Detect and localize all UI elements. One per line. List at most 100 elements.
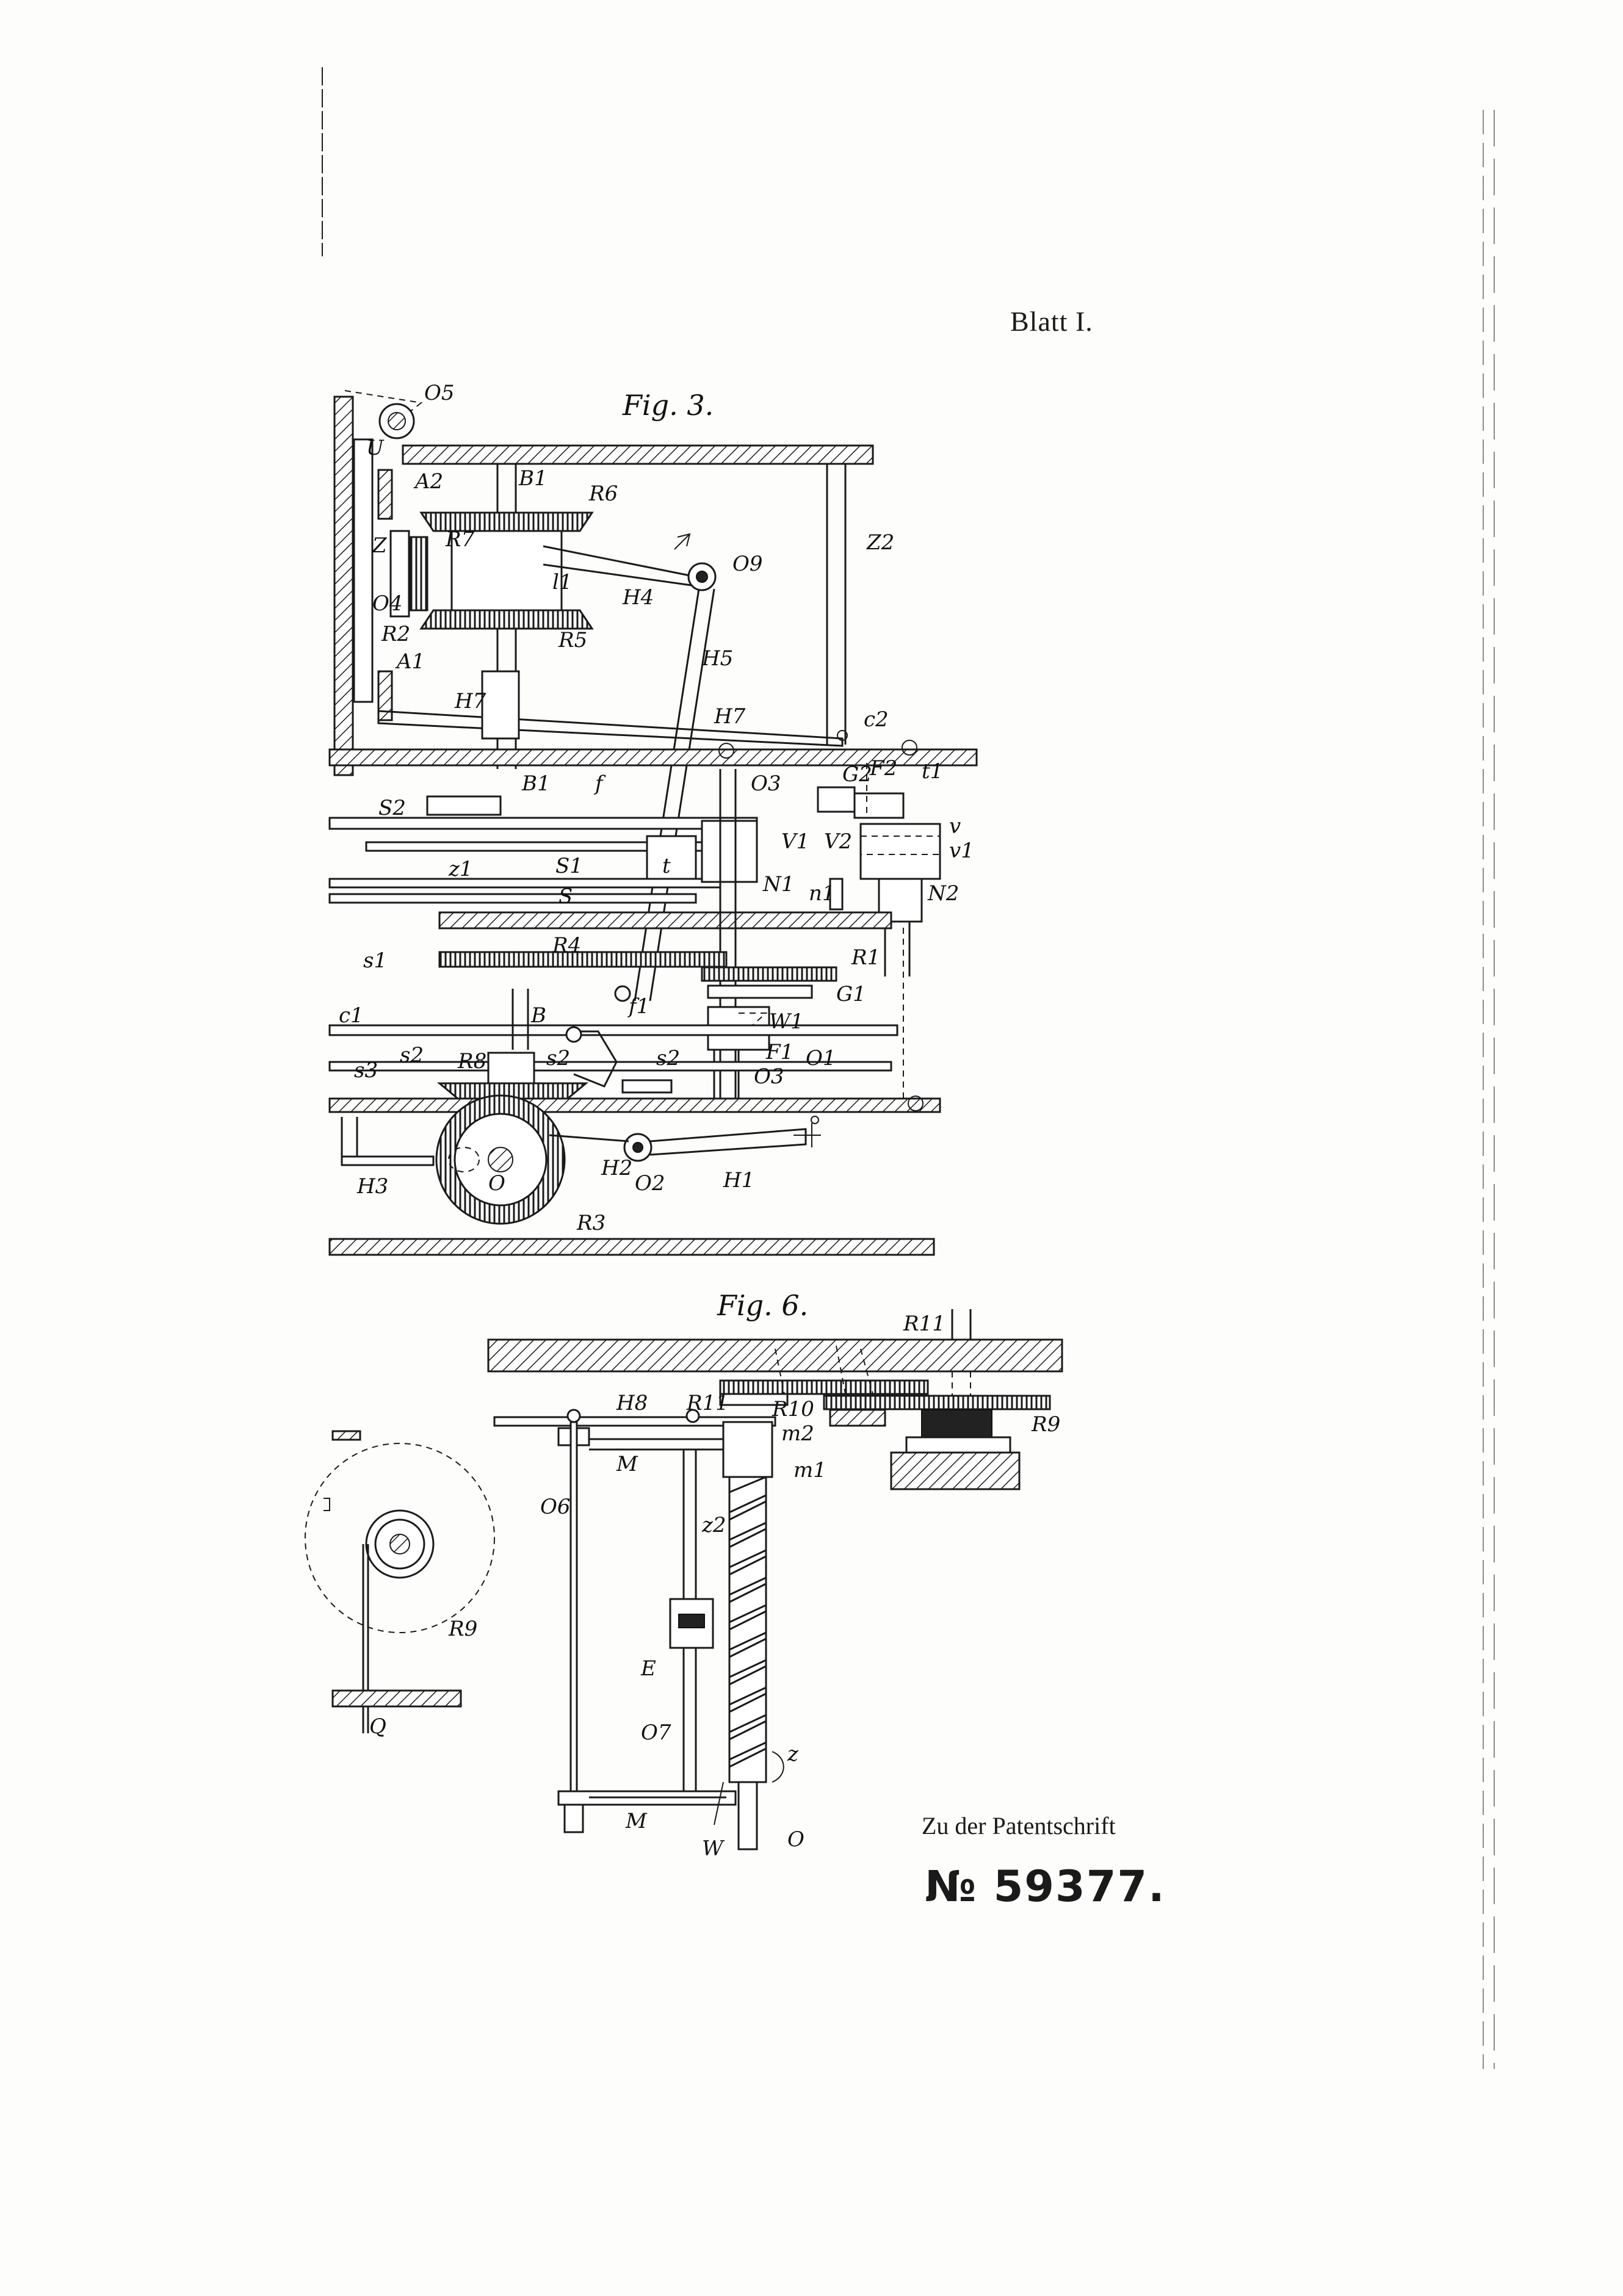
label: R11 — [686, 1391, 729, 1415]
label: O3 — [754, 1064, 784, 1089]
dashed-circle-r9 — [305, 1443, 495, 1633]
label: z — [787, 1742, 799, 1766]
label: V2 — [824, 829, 852, 854]
label: O4 — [372, 591, 403, 616]
label: B1 — [518, 466, 548, 491]
label: S2 — [378, 796, 406, 820]
block-v2 — [859, 823, 941, 880]
label: l1 — [552, 570, 573, 594]
fig-6-title: Fig. 6. — [717, 1289, 808, 1322]
label: H4 — [622, 585, 654, 610]
label: G1 — [836, 982, 866, 1006]
fig-3-title: Fig. 3. — [622, 389, 714, 422]
label: R2 — [381, 622, 410, 646]
label: A1 — [395, 649, 425, 674]
middle-plate — [328, 748, 978, 767]
label: f1 — [627, 994, 649, 1019]
label: H2 — [601, 1156, 632, 1180]
bottom-plate — [328, 1097, 941, 1113]
label: R11 — [903, 1312, 945, 1336]
floor-plate — [328, 1238, 935, 1256]
left-wall — [333, 395, 354, 776]
label: z2 — [701, 1513, 726, 1537]
label: R8 — [457, 1049, 486, 1074]
label: F2 — [869, 756, 897, 781]
spur-gear-r4 — [438, 951, 728, 968]
label: v — [949, 814, 961, 839]
label: S — [558, 884, 573, 909]
label: H7 — [714, 704, 746, 729]
spur-gear-r1 — [701, 966, 837, 982]
label: O6 — [540, 1495, 571, 1519]
label: H7 — [454, 689, 486, 713]
label: H5 — [701, 646, 733, 671]
label: H1 — [723, 1168, 754, 1193]
label: N1 — [762, 872, 794, 897]
bevel-gear-r5 — [419, 609, 594, 630]
label: n1 — [809, 881, 836, 906]
label: O3 — [751, 771, 781, 796]
label: Q — [369, 1714, 386, 1739]
scan-margin-lines — [322, 67, 1495, 2069]
label: O7 — [641, 1720, 671, 1745]
label: t1 — [922, 759, 943, 784]
label: B1 — [521, 771, 551, 796]
label: W1 — [769, 1009, 804, 1034]
label: R3 — [576, 1211, 605, 1235]
label: R10 — [772, 1397, 814, 1421]
gear-r11 — [719, 1379, 929, 1395]
label: O — [787, 1827, 804, 1852]
label: M — [616, 1452, 638, 1476]
label: s2 — [400, 1043, 424, 1067]
label: N2 — [927, 881, 959, 906]
label: V1 — [781, 829, 809, 854]
label: S1 — [555, 854, 583, 878]
label: s1 — [363, 948, 387, 973]
label: F1 — [765, 1040, 793, 1064]
label: B — [530, 1003, 546, 1028]
lower-plate — [438, 911, 892, 930]
label: Z2 — [866, 530, 894, 555]
label: H3 — [356, 1174, 388, 1199]
label: m2 — [781, 1421, 814, 1446]
label: W — [702, 1836, 725, 1861]
label: O9 — [732, 552, 763, 576]
bevel-gear-r6 — [419, 511, 594, 532]
label: R5 — [558, 628, 587, 652]
fig-6-drawing: Fig. 6. — [305, 1289, 1063, 1861]
label: O — [488, 1171, 505, 1196]
pinion-r7 — [409, 536, 428, 612]
label: O1 — [806, 1046, 836, 1070]
label: m1 — [793, 1458, 826, 1482]
label: U — [366, 436, 385, 460]
coil-r9 — [921, 1409, 992, 1438]
label: O5 — [424, 381, 455, 405]
label: O2 — [635, 1171, 665, 1196]
label: R4 — [552, 933, 581, 958]
label: f — [593, 771, 606, 796]
label: Z — [372, 533, 388, 558]
label: z1 — [448, 857, 473, 881]
label: c1 — [339, 1003, 364, 1028]
patent-number: № 59377. — [925, 1861, 1166, 1912]
bar-h8 — [493, 1416, 776, 1427]
label: s2 — [656, 1046, 680, 1070]
label: A2 — [413, 469, 443, 494]
label: H8 — [616, 1391, 648, 1415]
fig-3-labels: O5 U A2 B1 R6 Z R7 Z2 O9 l1 H4 O4 R2 R5 … — [339, 381, 974, 1235]
label: R9 — [1031, 1412, 1060, 1437]
label: s2 — [546, 1046, 570, 1070]
fig-3-drawing: Fig. 3. — [328, 381, 978, 1256]
top-plate — [402, 444, 874, 465]
label: G2 — [842, 762, 872, 787]
label: c2 — [864, 707, 889, 732]
label: t — [662, 854, 671, 878]
label: R7 — [445, 527, 475, 552]
label: M — [625, 1809, 648, 1833]
label: v1 — [949, 839, 974, 863]
label: R9 — [448, 1617, 477, 1641]
label: R1 — [851, 945, 880, 970]
fig6-top-plate — [487, 1338, 1063, 1373]
